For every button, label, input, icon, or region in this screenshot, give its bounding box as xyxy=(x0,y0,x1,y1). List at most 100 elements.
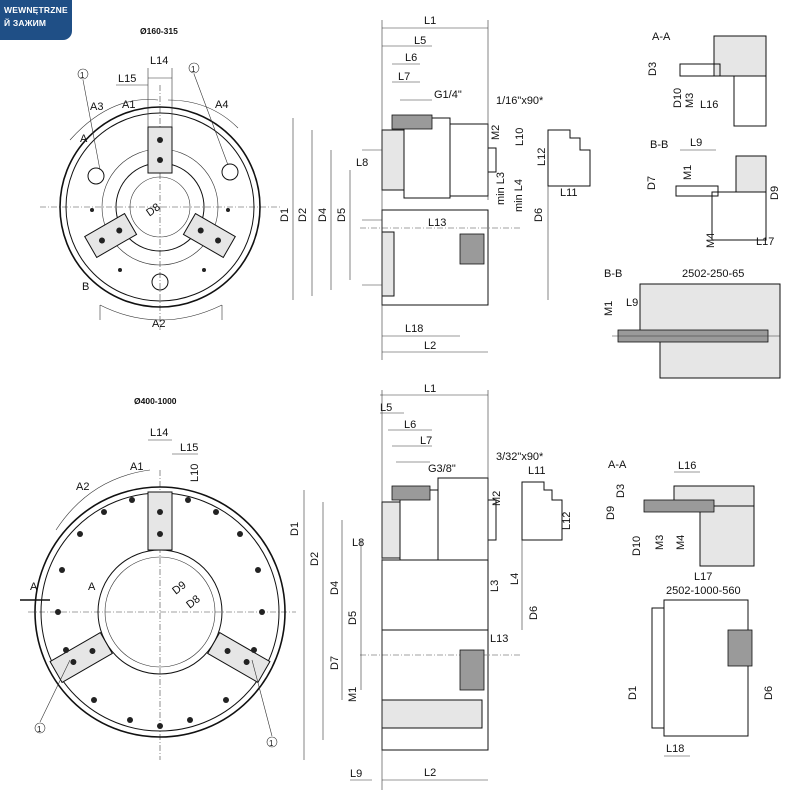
callout-1-bottom-left: 1 xyxy=(37,725,42,734)
dim-A4-top: A4 xyxy=(215,99,228,111)
dim-L8-bottom: L8 xyxy=(352,537,364,549)
section-details-top-right: A-A D3 D10 M3 L16 B-B L9 D7 M1 D9 M4 L17… xyxy=(603,31,781,379)
dim-M4-top: M4 xyxy=(705,233,717,248)
dim-L10-bottom: L10 xyxy=(189,464,201,482)
badge-line-1: WEWNĘTRZNE xyxy=(4,5,68,15)
dim-L2-bottom: L2 xyxy=(424,767,436,779)
dim-D1-detail: D1 xyxy=(627,686,639,700)
dim-L6-top: L6 xyxy=(405,52,417,64)
dim-M1-bottom: M1 xyxy=(347,687,359,702)
callout-1-top-right: 1 xyxy=(191,65,196,74)
dim-L10-top: L10 xyxy=(514,128,526,146)
category-badge: WEWNĘTRZNE Й ЗАЖИМ xyxy=(0,0,72,40)
dim-D9-top: D9 xyxy=(769,186,781,200)
dim-L1-top: L1 xyxy=(424,15,436,27)
dim-A1-top: A1 xyxy=(122,99,135,111)
badge-line-2: Й ЗАЖИМ xyxy=(4,18,47,28)
dim-L16-bottom: L16 xyxy=(678,460,696,472)
dim-L6-bottom: L6 xyxy=(404,419,416,431)
dim-M3-top: M3 xyxy=(684,93,696,108)
dim-D3-top: D3 xyxy=(647,62,659,76)
dim-D3-bottom: D3 xyxy=(615,484,627,498)
dim-A3-top: A3 xyxy=(90,101,103,113)
section-mark-a-top: A xyxy=(80,133,88,145)
series-label-large: Ø400-1000 xyxy=(134,396,177,406)
dim-L12-top: L12 xyxy=(536,148,548,166)
section-aa-bottom: A-A xyxy=(608,459,627,471)
section-bb-detail: B-B xyxy=(604,268,622,280)
dim-M4-bottom: M4 xyxy=(675,535,687,550)
side-section-large: L1 L5 L6 L7 G3/8" 3/32"x90* M2 L11 L12 L… xyxy=(289,383,573,790)
section-mark-a-bottom-left: A xyxy=(30,581,38,593)
section-aa-top: A-A xyxy=(652,31,671,43)
dim-M3-bottom: M3 xyxy=(654,535,666,550)
dim-L17-top: L17 xyxy=(756,236,774,248)
dim-A1-bottom: A1 xyxy=(130,461,143,473)
dim-L14-top: L14 xyxy=(150,55,168,67)
dim-D1-bottom: D1 xyxy=(289,522,301,536)
dim-L11-bottom: L11 xyxy=(528,465,546,477)
dim-D4-bottom: D4 xyxy=(329,581,341,595)
dim-D8-bottom: D8 xyxy=(184,593,202,611)
dim-L5-top: L5 xyxy=(414,35,426,47)
dim-L8-top: L8 xyxy=(356,157,368,169)
section-mark-a-bottom-right: A xyxy=(88,581,96,593)
dim-M1-top: M1 xyxy=(682,165,694,180)
dim-D9-bottom: D9 xyxy=(170,579,188,597)
front-view-small: Ø160-315 L14 L15 A3 A1 A4 A B D8 A2 xyxy=(40,26,280,330)
dim-min-L4-top: min L4 xyxy=(513,179,525,212)
thread-small: G1/4" xyxy=(434,89,462,101)
callout-1-bottom-right: 1 xyxy=(269,739,274,748)
dim-L9-bottom: L9 xyxy=(350,768,362,780)
dim-L15-top: L15 xyxy=(118,73,136,85)
dim-min-L3-top: min L3 xyxy=(495,172,507,205)
dim-L12-bottom: L12 xyxy=(561,512,573,530)
dim-L13-top: L13 xyxy=(428,217,446,229)
thread-large: G3/8" xyxy=(428,463,456,475)
dim-D1-top: D1 xyxy=(279,208,291,222)
dim-D5-top: D5 xyxy=(336,208,348,222)
dim-L4-bottom: L4 xyxy=(509,573,521,585)
dim-D10-bottom: D10 xyxy=(631,536,643,556)
dim-L2-top: L2 xyxy=(424,340,436,352)
dim-M2-bottom: M2 xyxy=(491,491,503,506)
callout-1-top-left: 1 xyxy=(80,71,85,80)
dim-L7-top: L7 xyxy=(398,71,410,83)
dim-L13-bottom: L13 xyxy=(490,633,508,645)
model-label-2: 2502-1000-560 xyxy=(666,585,741,597)
dim-D10-top: D10 xyxy=(672,88,684,108)
model-label-1: 2502-250-65 xyxy=(682,268,744,280)
dim-D6-bottom: D6 xyxy=(528,606,540,620)
dim-L17-bottom: L17 xyxy=(694,571,712,583)
dim-M1-bb: M1 xyxy=(603,301,615,316)
chamfer-large: 3/32"x90* xyxy=(496,451,544,463)
dim-L14-bottom: L14 xyxy=(150,427,168,439)
series-label-small: Ø160-315 xyxy=(140,26,178,36)
side-section-small: L1 L5 L6 L7 G1/4" 1/16"x90* M2 L10 min L… xyxy=(279,15,591,360)
dim-A2-top: A2 xyxy=(152,318,165,330)
dim-D9-detail: D9 xyxy=(605,506,617,520)
dim-M2-top: M2 xyxy=(490,125,502,140)
dim-D4-top: D4 xyxy=(317,208,329,222)
dim-D2-bottom: D2 xyxy=(309,552,321,566)
section-bb-top: B-B xyxy=(650,139,668,151)
dim-D7-bottom: D7 xyxy=(329,656,341,670)
dim-L7-bottom: L7 xyxy=(420,435,432,447)
dim-D7-top: D7 xyxy=(646,176,658,190)
dim-A2-bottom: A2 xyxy=(76,481,89,493)
dim-L9-bb: L9 xyxy=(626,297,638,309)
dim-L1-bottom: L1 xyxy=(424,383,436,395)
section-details-bottom-right: A-A L16 D3 D9 D10 M3 M4 L17 2502-1000-56… xyxy=(605,459,775,757)
dim-D6-top: D6 xyxy=(533,208,545,222)
dim-L15-bottom: L15 xyxy=(180,442,198,454)
section-mark-b-top: B xyxy=(82,281,89,293)
front-view-large: Ø400-1000 L14 L15 L10 A1 A2 A A xyxy=(20,396,296,760)
dim-L11-top: L11 xyxy=(560,187,578,199)
dim-L3-bottom: L3 xyxy=(489,580,501,592)
dim-D5-bottom: D5 xyxy=(347,611,359,625)
dim-L5-bottom: L5 xyxy=(380,402,392,414)
dim-D6-detail: D6 xyxy=(763,686,775,700)
dim-L18-bottom: L18 xyxy=(666,743,684,755)
dim-D2-top: D2 xyxy=(297,208,309,222)
